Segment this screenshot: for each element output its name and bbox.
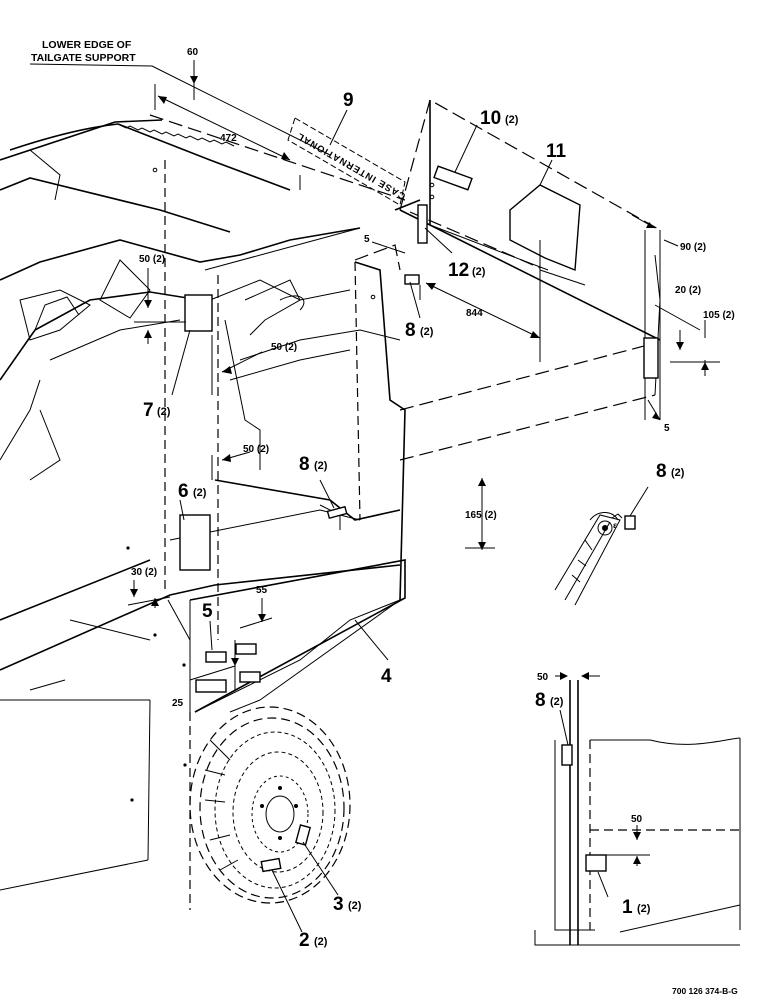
- svg-text:1: 1: [622, 897, 633, 918]
- svg-text:2: 2: [299, 930, 310, 951]
- decal-5-a: [205, 651, 227, 663]
- callout-1: 1 (2): [622, 897, 651, 918]
- decal-8-middle: [326, 505, 348, 520]
- svg-text:ε: ε: [613, 520, 617, 530]
- decal-2: [260, 857, 282, 873]
- dim-60: 60: [187, 47, 199, 58]
- svg-text:10: 10: [480, 108, 501, 129]
- dim-20: 20 (2): [675, 285, 701, 296]
- decal-8-top: [404, 274, 420, 285]
- dim-5-right: 5: [664, 423, 670, 434]
- note-line-1: LOWER EDGE OF: [42, 39, 132, 51]
- svg-text:(2): (2): [193, 487, 207, 499]
- dim-50-inset-vertical: 50: [631, 814, 643, 825]
- svg-text:8: 8: [299, 454, 310, 475]
- dim-5-top: 5: [364, 234, 370, 245]
- svg-text:(2): (2): [505, 114, 519, 126]
- svg-text:(2): (2): [157, 406, 171, 418]
- dim-50-c: 50 (2): [243, 444, 269, 455]
- svg-text:(2): (2): [348, 900, 362, 912]
- dim-90: 90 (2): [680, 242, 706, 253]
- svg-text:(2): (2): [314, 936, 328, 948]
- dim-50-inset-top: 50: [537, 672, 549, 683]
- callout-11: 11: [546, 141, 567, 162]
- svg-text:5: 5: [202, 601, 213, 622]
- dim-30: 30 (2): [131, 567, 157, 578]
- svg-text:(2): (2): [637, 903, 651, 915]
- svg-text:(2): (2): [314, 460, 328, 472]
- svg-text:4: 4: [381, 666, 392, 687]
- svg-text:11: 11: [546, 141, 567, 162]
- dim-165: 165 (2): [465, 510, 497, 521]
- note-line-2: TAILGATE SUPPORT: [31, 52, 136, 64]
- decal-7: [184, 294, 213, 332]
- callout-2: 2 (2): [299, 930, 328, 951]
- svg-text:8: 8: [535, 690, 546, 711]
- callout-3: 3 (2): [333, 894, 362, 915]
- svg-text:3: 3: [333, 894, 344, 915]
- callout-8-top: 8 (2): [405, 320, 434, 341]
- decal-text: CASE INTERNATIONAL: [295, 130, 408, 201]
- svg-text:7: 7: [143, 400, 154, 421]
- svg-text:(2): (2): [420, 326, 434, 338]
- machine-body-outline: [0, 99, 661, 910]
- detail-tailgate-cylinder: ε: [554, 486, 649, 606]
- dim-55: 55: [256, 585, 268, 596]
- decal-5-c: [195, 679, 227, 693]
- callout-6: 6 (2): [178, 481, 207, 502]
- dim-472: 472: [220, 133, 237, 144]
- callout-10: 10 (2): [480, 108, 519, 129]
- decal-12: [417, 204, 428, 244]
- callout-4: 4: [381, 666, 392, 687]
- callout-7: 7 (2): [143, 400, 171, 421]
- callout-8-middle: 8 (2): [299, 454, 328, 475]
- svg-text:(2): (2): [550, 696, 564, 708]
- callout-leaders: [171, 109, 553, 933]
- dim-25: 25: [172, 698, 184, 709]
- dim-105: 105 (2): [703, 310, 735, 321]
- tailgate-rail: [399, 209, 661, 420]
- svg-text:9: 9: [343, 90, 354, 111]
- svg-text:(2): (2): [472, 266, 486, 278]
- dim-844: 844: [466, 308, 483, 319]
- decal-5-b: [235, 643, 257, 655]
- drawing-number: 700 126 374-B-G: [672, 986, 738, 996]
- callout-9: 9: [343, 90, 354, 111]
- callout-5: 5: [202, 601, 213, 622]
- decal-6: [179, 514, 211, 571]
- decal-11: [509, 184, 581, 272]
- svg-text:12: 12: [448, 260, 469, 281]
- decal-10: [433, 165, 473, 191]
- decal-3: [294, 824, 312, 846]
- svg-text:6: 6: [178, 481, 189, 502]
- dimension-lines: [127, 60, 720, 690]
- svg-text:8: 8: [656, 461, 667, 482]
- decal-5-d: [239, 671, 261, 683]
- svg-text:8: 8: [405, 320, 416, 341]
- svg-text:(2): (2): [671, 467, 685, 479]
- callout-8-inset: 8 (2): [535, 690, 564, 711]
- callout-12: 12 (2): [448, 260, 486, 281]
- decal-9-case-international: CASE INTERNATIONAL: [287, 117, 408, 206]
- dim-50-b: 50 (2): [271, 342, 297, 353]
- callout-8-cylinder: 8 (2): [656, 461, 685, 482]
- dim-50-a: 50 (2): [139, 254, 165, 265]
- wheel: [189, 706, 351, 904]
- decal-right-strip: [643, 337, 659, 379]
- detail-rear-inset: [534, 672, 741, 946]
